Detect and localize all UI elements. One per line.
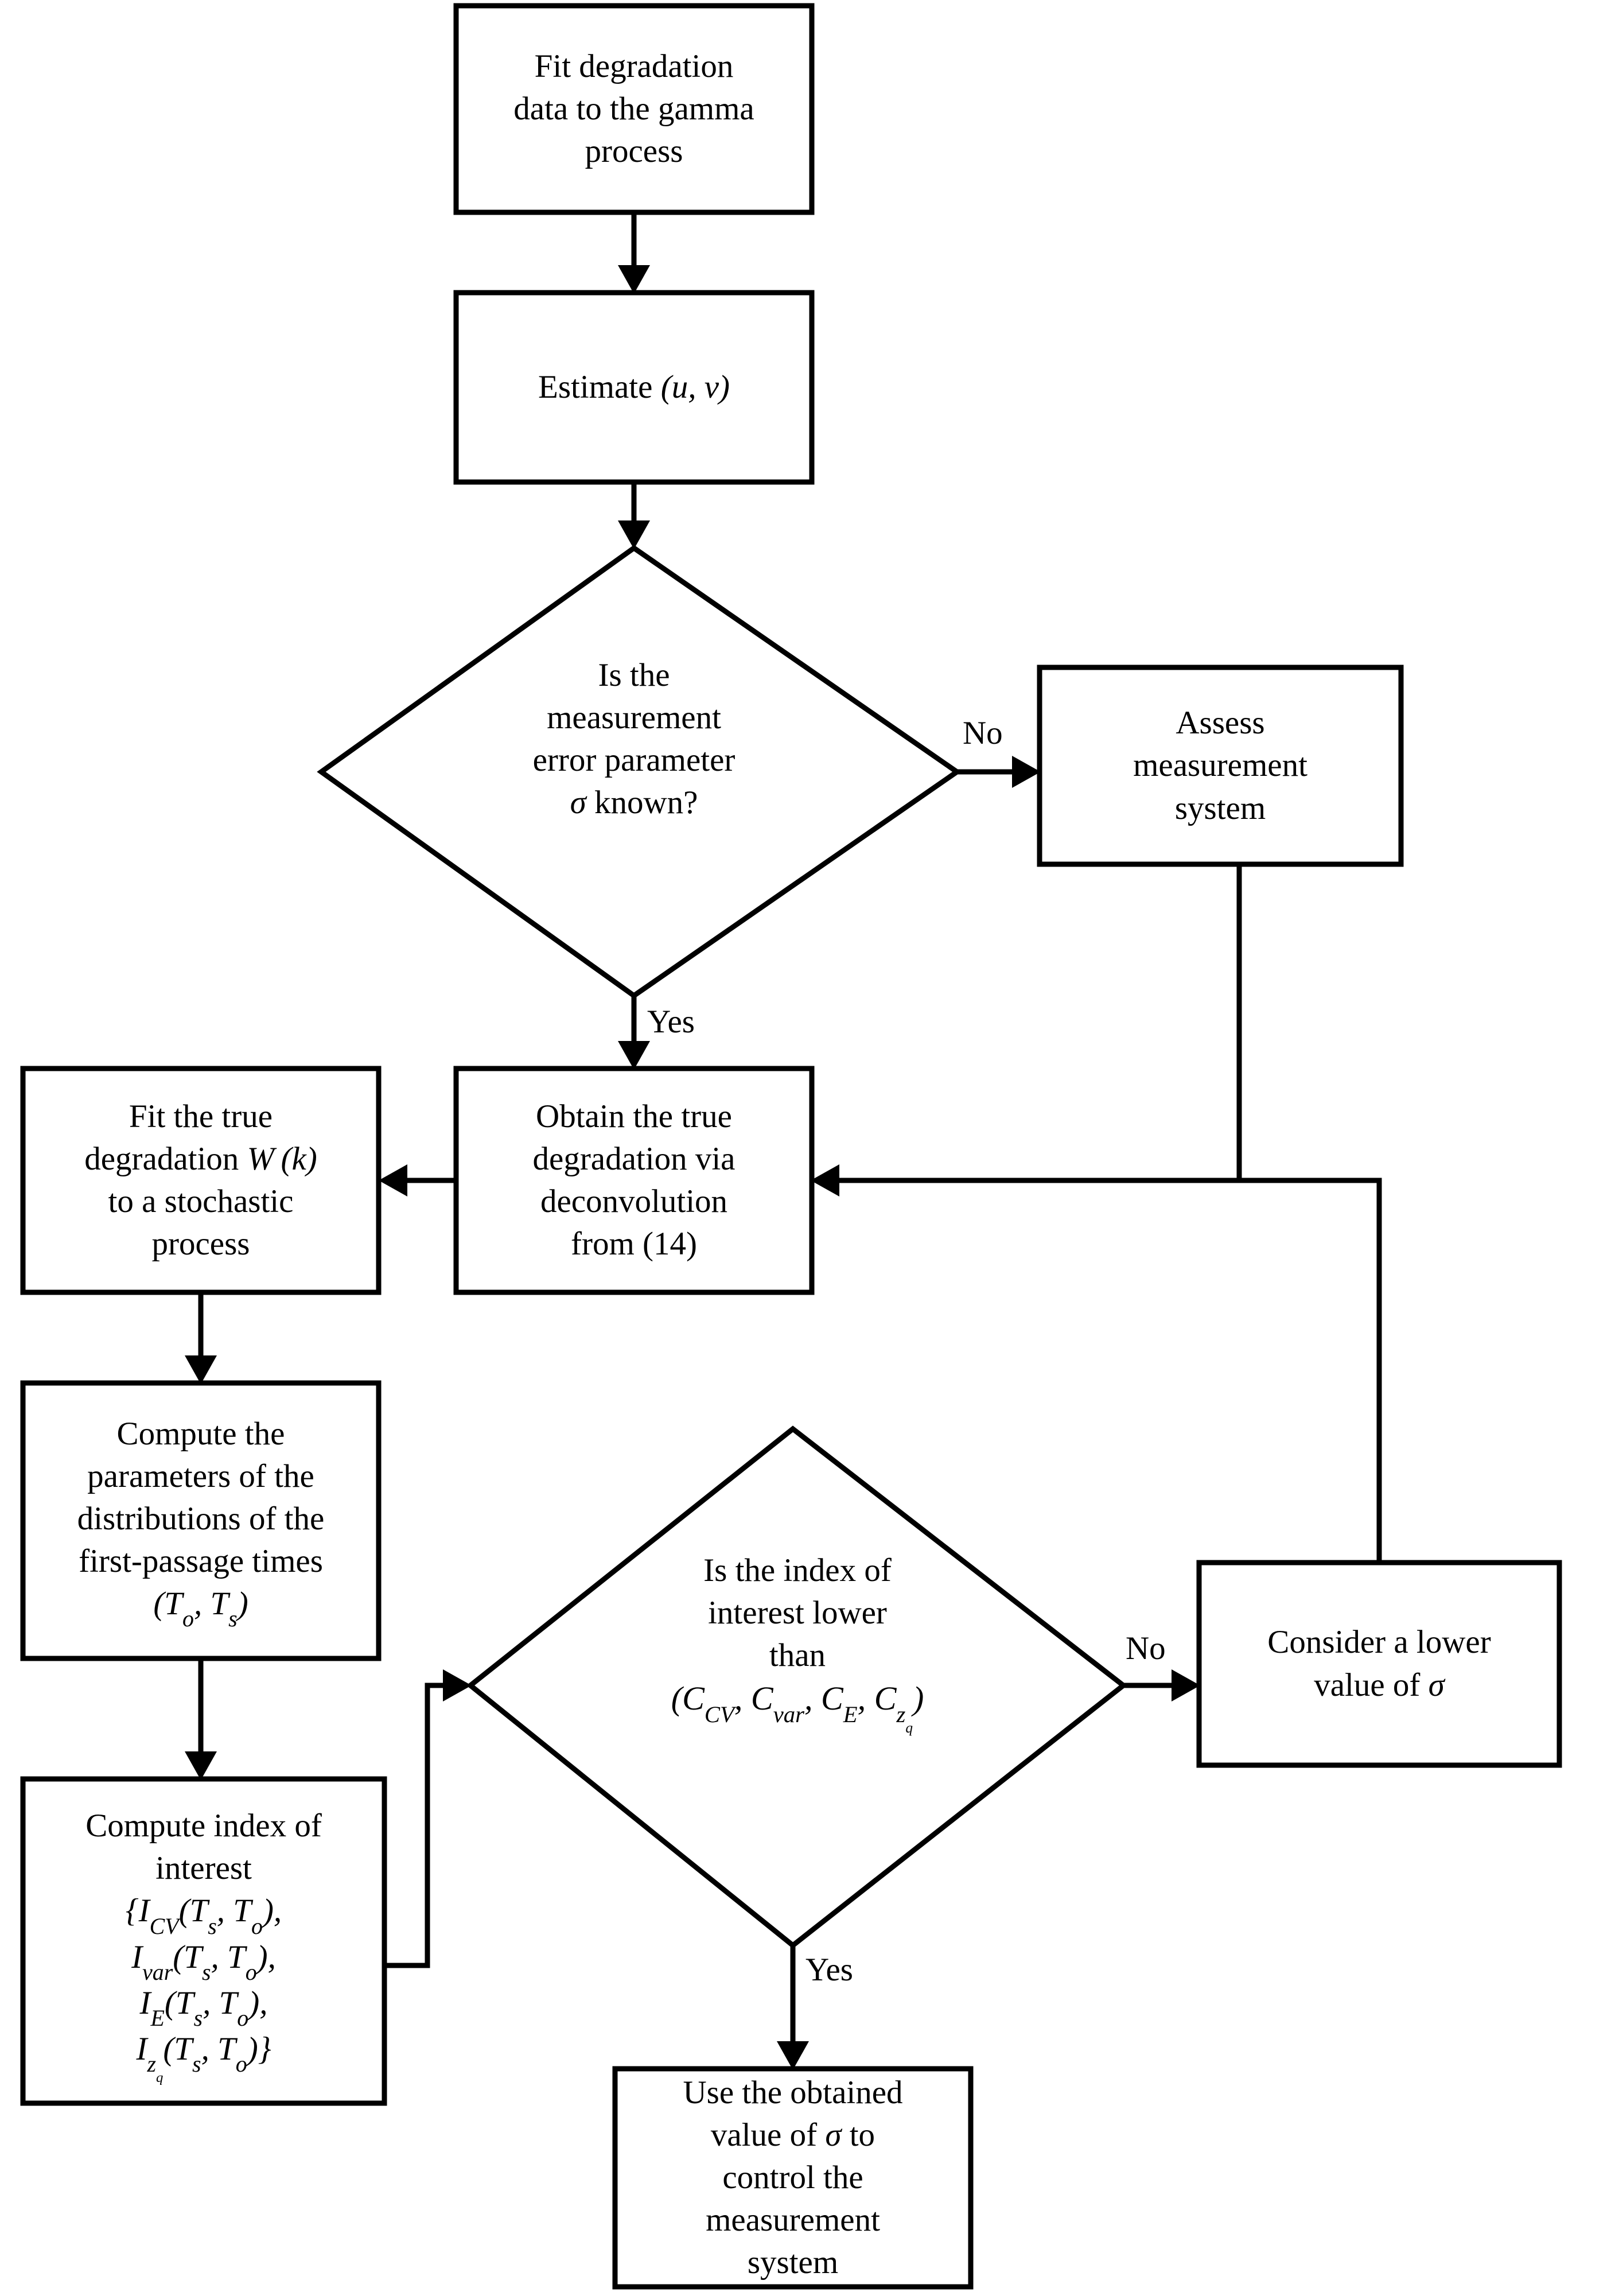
- node-fit-stochastic-shape[interactable]: [20, 1066, 382, 1295]
- edge-label-index-no: No: [1126, 1630, 1166, 1666]
- edge-sigmaknown-to-obtain: [618, 996, 650, 1070]
- edge-considerlower-to-obtain: [1239, 1178, 1382, 1563]
- edge-fitgamma-to-estimate: [618, 212, 650, 294]
- node-sigma-known-shape[interactable]: [317, 545, 962, 999]
- node-use-sigma-shape[interactable]: [612, 2066, 974, 2290]
- node-index-lower-shape[interactable]: [466, 1425, 1128, 1949]
- edge-label-index-yes: Yes: [805, 1952, 853, 1988]
- edge-sigmaknown-to-assess: [957, 756, 1041, 788]
- edge-assess-to-obtain: [811, 864, 1242, 1196]
- node-compute-index-shape[interactable]: [20, 1776, 387, 2106]
- edge-label-sigma-no: No: [963, 715, 1003, 751]
- node-compute-params-shape[interactable]: [20, 1380, 382, 1661]
- node-estimate-uv-shape[interactable]: [453, 290, 815, 485]
- edge-indexlower-to-usesigma: [777, 1945, 809, 2070]
- node-consider-lower-shape[interactable]: [1196, 1560, 1562, 1768]
- node-assess-system-shape[interactable]: [1037, 665, 1404, 867]
- node-fit-gamma-shape[interactable]: [453, 3, 815, 215]
- edge-estimate-to-sigmaknown: [618, 482, 650, 549]
- node-obtain-true-shape[interactable]: [453, 1066, 815, 1295]
- edge-obtain-to-fitstochastic: [379, 1164, 456, 1196]
- edge-computeindex-to-indexlower: [384, 1669, 472, 1968]
- edge-label-sigma-yes: Yes: [647, 1004, 695, 1040]
- edge-indexlower-to-considerlower: [1123, 1669, 1200, 1701]
- edge-computeparams-to-computeindex: [185, 1658, 217, 1780]
- edge-fitstochastic-to-computeparams: [185, 1292, 217, 1384]
